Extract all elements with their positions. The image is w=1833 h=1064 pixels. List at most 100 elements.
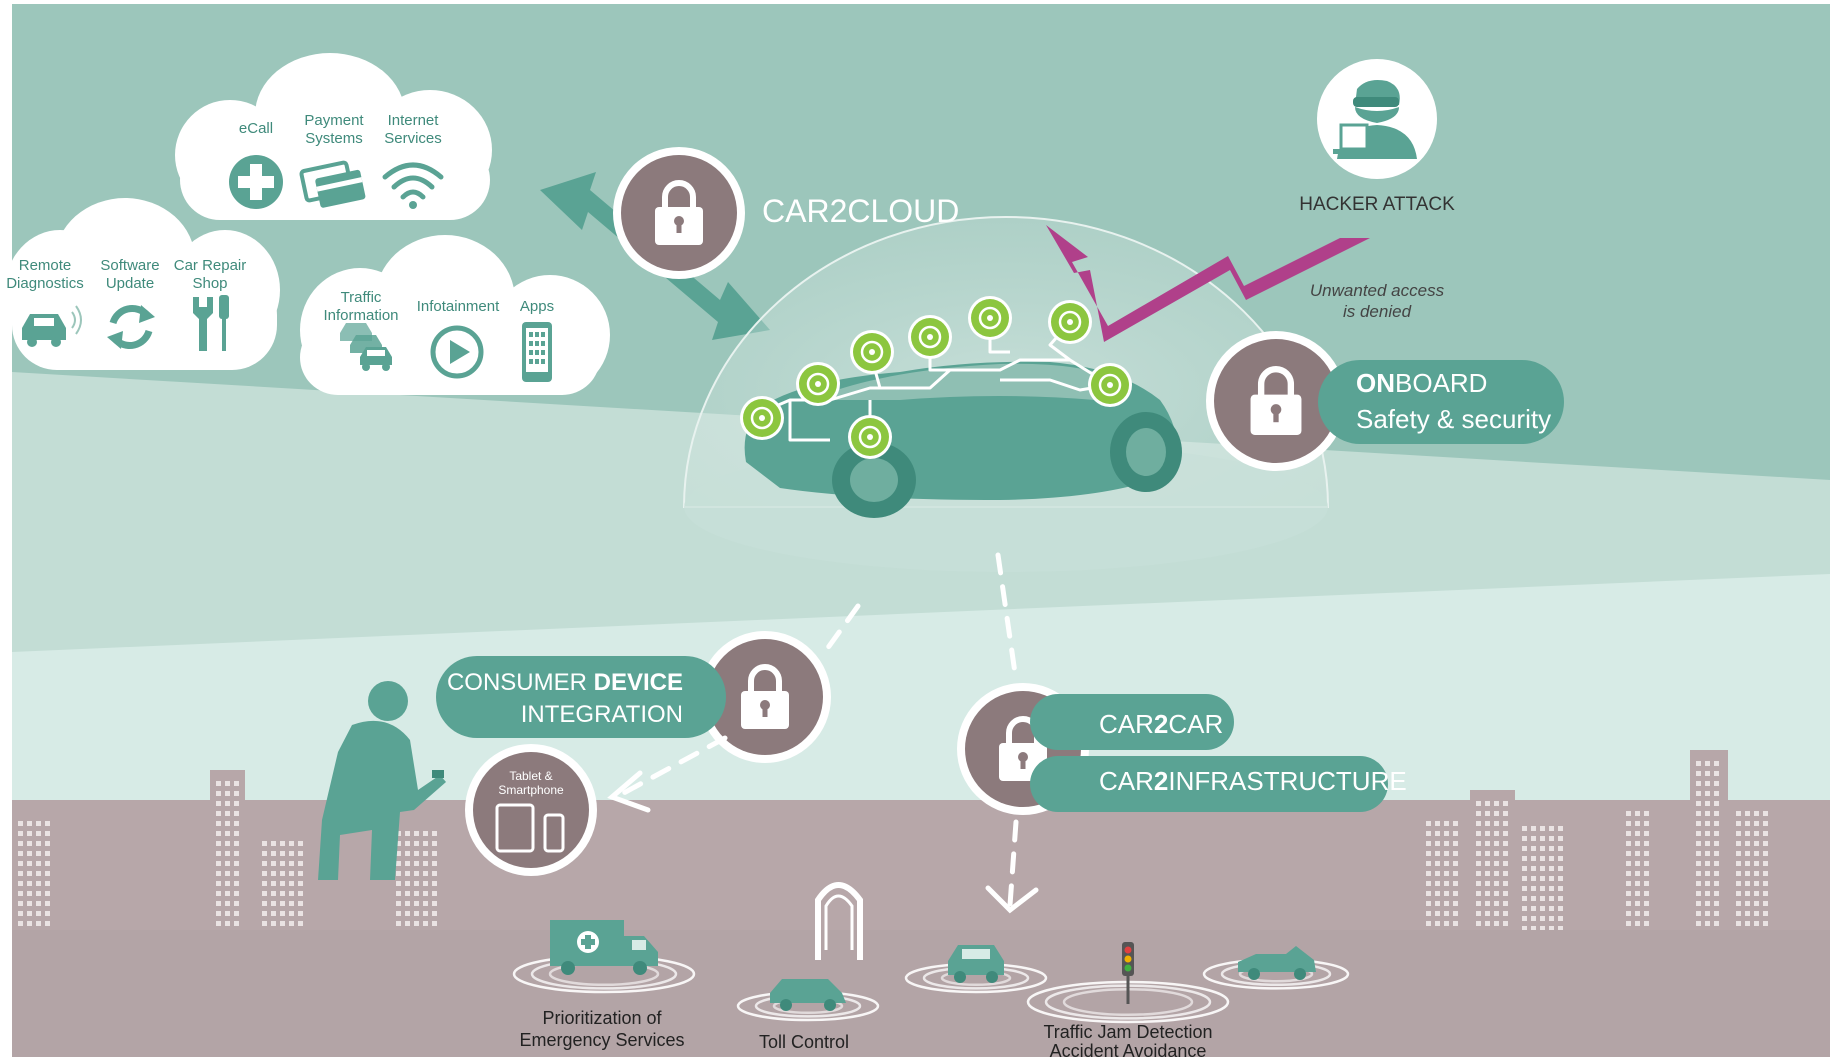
building-window — [1540, 866, 1545, 871]
building-window — [1696, 771, 1701, 776]
building-window — [1503, 861, 1508, 866]
building-window — [216, 811, 221, 816]
building-window — [1714, 821, 1719, 826]
hacker-icon — [1317, 59, 1437, 179]
building-window — [1485, 881, 1490, 886]
building-window — [262, 861, 267, 866]
dashed-connectors — [617, 552, 1019, 908]
building-window — [1476, 851, 1481, 856]
building-window — [1644, 921, 1649, 926]
building-window — [1522, 836, 1527, 841]
building-window — [36, 861, 41, 866]
building-window — [1626, 821, 1631, 826]
building-window — [1494, 891, 1499, 896]
building-window — [1644, 861, 1649, 866]
building-window — [1626, 811, 1631, 816]
building-window — [1531, 856, 1536, 861]
building-window — [1503, 841, 1508, 846]
building-window — [1494, 831, 1499, 836]
building-window — [405, 891, 410, 896]
building-window — [27, 841, 32, 846]
building-window — [216, 901, 221, 906]
building-window — [1754, 831, 1759, 836]
building-window — [1705, 881, 1710, 886]
cloud-left-label-0-0: Remote — [19, 257, 72, 274]
building-window — [1736, 901, 1741, 906]
building-window — [1696, 911, 1701, 916]
building-window — [1503, 901, 1508, 906]
building-window — [1644, 841, 1649, 846]
building-window — [280, 921, 285, 926]
building-window — [1453, 901, 1458, 906]
building-window — [1531, 826, 1536, 831]
building-window — [45, 881, 50, 886]
building-window — [262, 911, 267, 916]
building-window — [1549, 916, 1554, 921]
building-window — [1754, 851, 1759, 856]
building-window — [396, 841, 401, 846]
building-window — [405, 921, 410, 926]
building-window — [225, 791, 230, 796]
building-window — [298, 921, 303, 926]
building-window — [1635, 911, 1640, 916]
building-window — [225, 841, 230, 846]
building-window — [45, 921, 50, 926]
building-window — [36, 871, 41, 876]
building-window — [1494, 841, 1499, 846]
building-window — [1476, 831, 1481, 836]
building-window — [36, 921, 41, 926]
building-window — [1763, 841, 1768, 846]
building-window — [1696, 801, 1701, 806]
building-window — [423, 911, 428, 916]
building-window — [1635, 881, 1640, 886]
building-window — [298, 911, 303, 916]
building-window — [1503, 851, 1508, 856]
building-window — [405, 841, 410, 846]
building-window — [36, 851, 41, 856]
credit-cards-icon — [299, 160, 366, 208]
building-window — [1696, 831, 1701, 836]
building-window — [1714, 851, 1719, 856]
building-window — [1754, 891, 1759, 896]
building-window — [1540, 856, 1545, 861]
building-window — [1558, 886, 1563, 891]
building-window — [1503, 921, 1508, 926]
building-window — [36, 821, 41, 826]
toll-control-label: Toll Control — [759, 1032, 849, 1052]
building-window — [1714, 791, 1719, 796]
building-window — [216, 881, 221, 886]
building-window — [1635, 841, 1640, 846]
cloud-top-label-2-1: Services — [384, 130, 442, 147]
building-window — [414, 861, 419, 866]
app-grid-cell — [535, 341, 539, 346]
building-window — [1494, 911, 1499, 916]
app-grid-cell — [535, 332, 539, 337]
building-window — [1435, 911, 1440, 916]
building-window — [432, 891, 437, 896]
building-window — [45, 841, 50, 846]
building-window — [225, 831, 230, 836]
building-window — [1754, 911, 1759, 916]
building-window — [27, 821, 32, 826]
building-window — [1754, 861, 1759, 866]
building-window — [45, 821, 50, 826]
building-window — [1531, 896, 1536, 901]
building-window — [1494, 801, 1499, 806]
building-window — [27, 901, 32, 906]
building-window — [1635, 821, 1640, 826]
car2infra-a: CAR — [1099, 766, 1154, 796]
building-window — [1754, 921, 1759, 926]
building-window — [1714, 861, 1719, 866]
building-window — [1558, 926, 1563, 931]
cloud-bottom-label-0-1: Information — [323, 307, 398, 324]
device-label-line2: Smartphone — [498, 783, 564, 797]
phone-apps-icon — [522, 322, 552, 382]
app-grid-cell — [535, 359, 539, 364]
building-window — [1549, 826, 1554, 831]
building-window — [280, 871, 285, 876]
building-window — [298, 891, 303, 896]
building-window — [1476, 891, 1481, 896]
building-window — [1714, 801, 1719, 806]
building-window — [45, 911, 50, 916]
